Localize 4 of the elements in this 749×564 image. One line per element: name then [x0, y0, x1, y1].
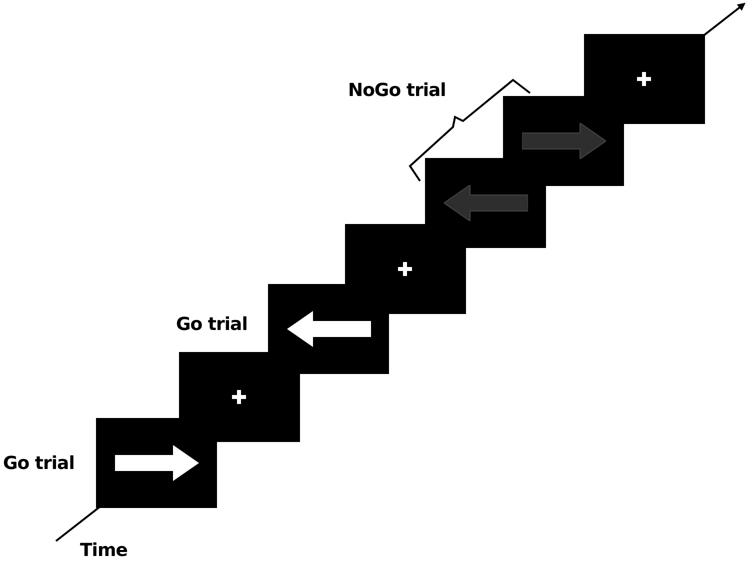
trial-label: Go trial: [176, 314, 248, 335]
axis-label: Time: [80, 540, 128, 561]
trial-label: NoGo trial: [348, 80, 446, 101]
trial-label: Go trial: [3, 453, 74, 474]
